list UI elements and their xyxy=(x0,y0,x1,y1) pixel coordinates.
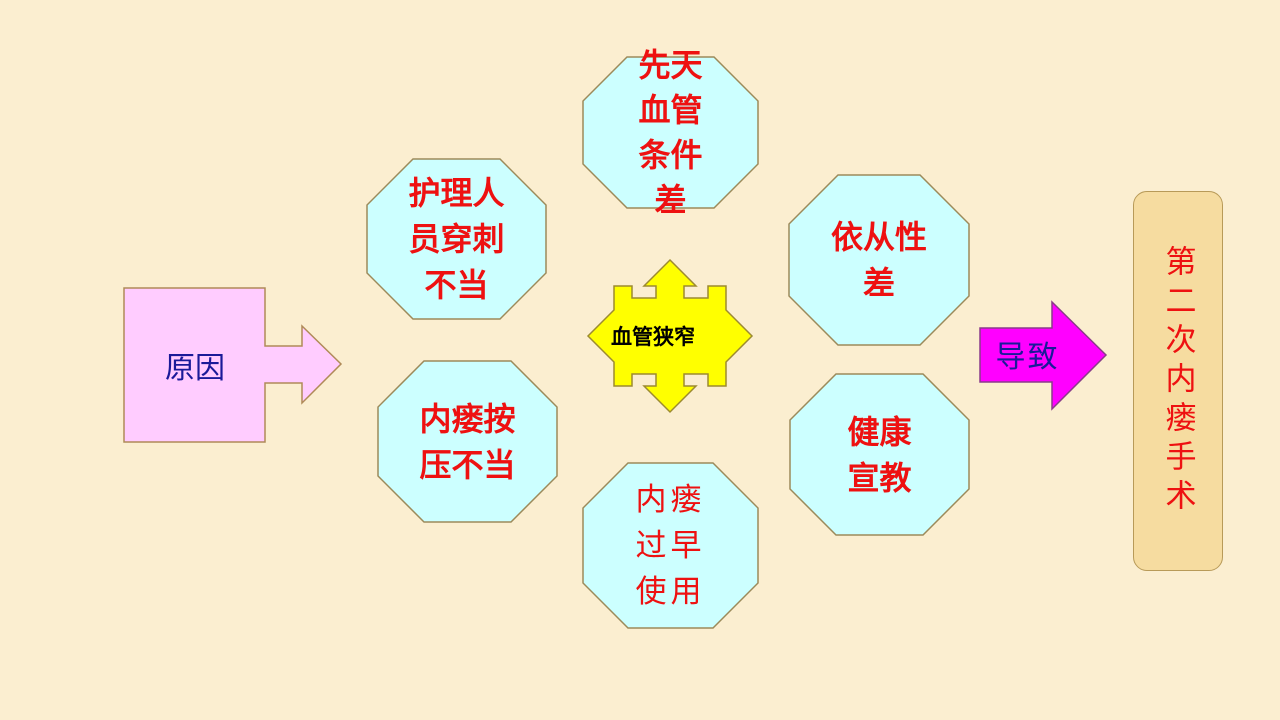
factor-nursing-text: 护理人 员穿刺 不当 xyxy=(408,174,505,304)
lead-to-arrow xyxy=(979,300,1108,411)
octagon-shape xyxy=(377,360,558,523)
factor-nursing: 护理人 员穿刺 不当 xyxy=(366,158,547,320)
result-box: 第二次内瘘手术 xyxy=(1133,191,1223,571)
factor-compliance-text: 依从性 差 xyxy=(830,218,927,302)
factor-compliance: 依从性 差 xyxy=(788,174,970,346)
octagon-shape xyxy=(582,56,759,209)
cause-arrow xyxy=(123,287,343,443)
octagon-shape xyxy=(789,373,970,536)
octagon-shape xyxy=(366,158,547,320)
factor-early-use-text: 内瘘 过早 使用 xyxy=(635,481,706,610)
result-text: 第二次内瘘手术 xyxy=(1159,244,1196,518)
factor-congenital: 先天 血管 条件 差 xyxy=(582,45,759,219)
four-way-arrow xyxy=(586,258,754,414)
factor-education-text: 健康 宣教 xyxy=(847,412,912,497)
factor-compression: 内瘘按 压不当 xyxy=(377,360,558,523)
octagon-shape xyxy=(582,462,759,629)
factor-compression-text: 内瘘按 压不当 xyxy=(419,399,516,484)
factor-early-use: 内瘘 过早 使用 xyxy=(582,462,759,629)
center-label: 血管狭窄 xyxy=(611,325,695,349)
cause-label: 原因 xyxy=(165,351,225,386)
factor-congenital-text: 先天 血管 条件 差 xyxy=(638,45,703,219)
factor-education: 健康 宣教 xyxy=(789,373,970,536)
octagon-shape xyxy=(788,174,970,346)
lead-to-label: 导致 xyxy=(995,340,1060,375)
